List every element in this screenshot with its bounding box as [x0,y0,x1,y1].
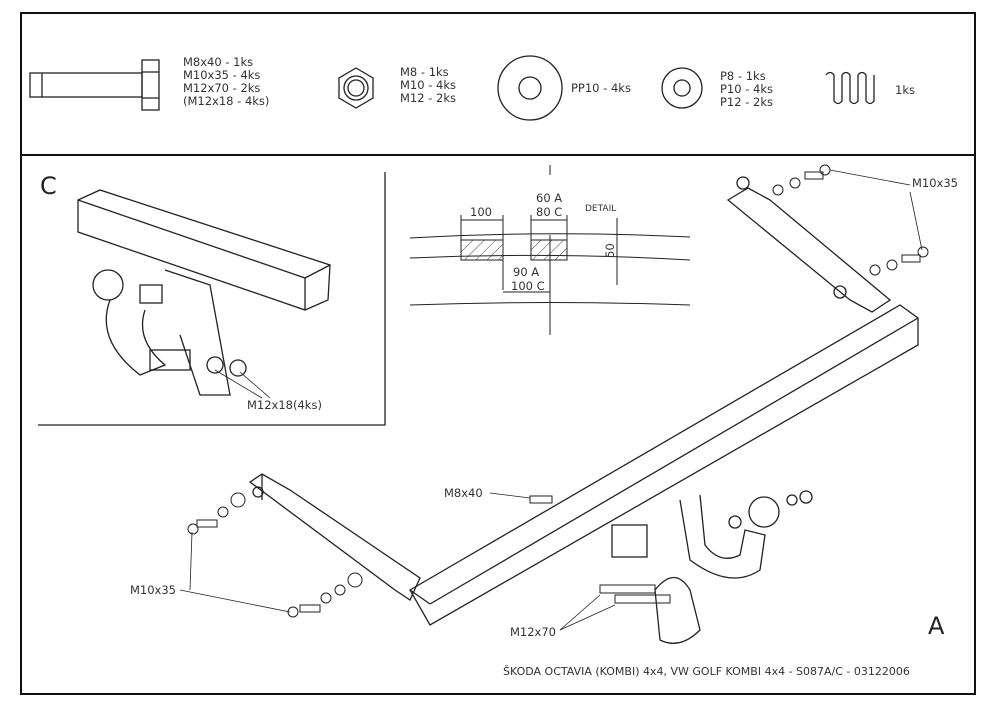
hardware-drawing [187,164,929,618]
washer-item: P12 - 2ks [720,95,773,109]
nut-list: M8 - 1ks M10 - 4ks M12 - 2ks [400,66,456,105]
washer-item: P8 - 1ks [720,69,766,83]
callout-m12x70: M12x70 [510,625,556,639]
spring-icon [825,71,875,105]
spring-label: 1ks [895,83,915,97]
washer-list: P8 - 1ks P10 - 4ks P12 - 2ks [720,70,773,109]
detail-dim-90a: 90 A [513,265,540,279]
nut-item: M8 - 1ks [400,65,449,79]
callout-m10x35-top: M10x35 [912,176,958,190]
large-washer-icon [497,55,563,121]
leader-lines [179,169,923,631]
inset-box [38,172,386,426]
detail-dim-100c: 100 C [511,279,545,293]
bolt-item: (M12x18 - 4ks) [183,94,270,108]
footer-title: ŠKODA OCTAVIA (KOMBI) 4x4, VW GOLF KOMBI… [503,665,910,678]
callout-m12x18: M12x18(4ks) [247,398,322,412]
nut-item: M10 - 4ks [400,78,456,92]
view-label-a: A [928,612,945,640]
detail-dim-60a: 60 A [536,191,563,205]
inset-hitch-drawing [77,189,331,396]
parts-divider [20,154,976,156]
main-towbar-drawing [248,176,919,644]
drawing-frame [20,12,976,695]
detail-dim-100: 100 [470,205,492,219]
callout-m8x40: M8x40 [444,486,483,500]
large-washer-label: PP10 - 4ks [571,81,631,95]
detail-dim-50: 50 [602,243,617,258]
nut-item: M12 - 2ks [400,91,456,105]
detail-dim-80c: 80 C [536,205,563,219]
view-label-c: C [40,172,57,200]
bolt-icon [29,59,160,111]
bolt-list: M8x40 - 1ks M10x35 - 4ks M12x70 - 2ks (M… [183,56,269,108]
detail-drawing [409,165,691,335]
bolt-item: M12x70 - 2ks [183,81,261,95]
bolt-item: M10x35 - 4ks [183,68,261,82]
washer-item: P10 - 4ks [720,82,773,96]
nut-icon [338,67,374,109]
bolt-item: M8x40 - 1ks [183,55,254,69]
callout-m10x35-left: M10x35 [130,583,176,597]
washer-icon [661,67,703,109]
detail-title: DETAIL [585,204,617,214]
